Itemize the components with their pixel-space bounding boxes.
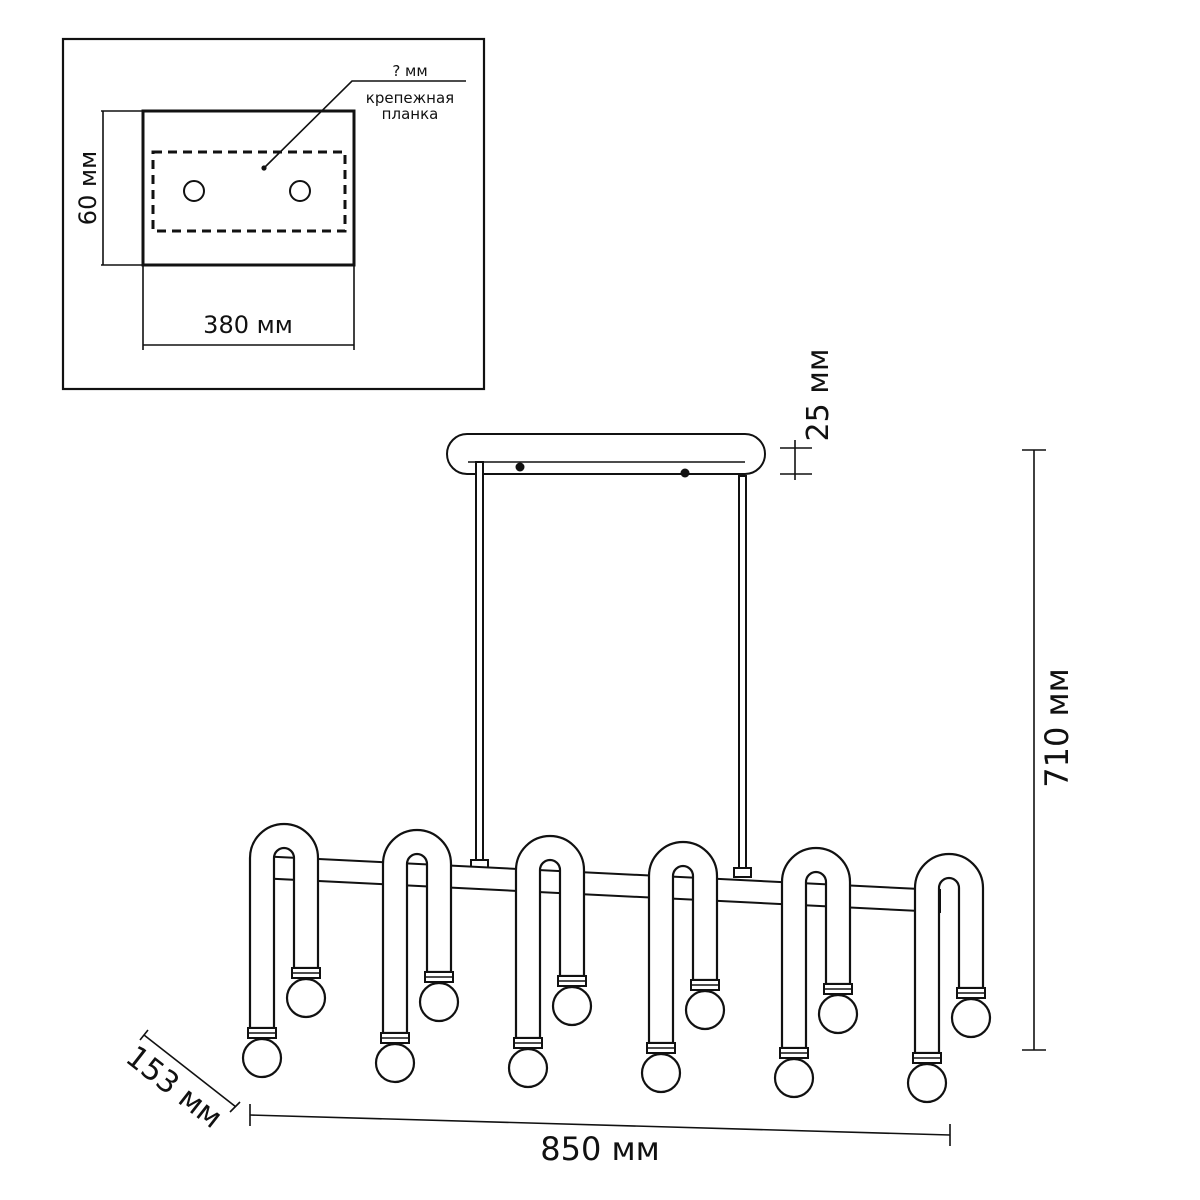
mounting-plate-inset: ? мм крепежная планка 60 мм 380 мм: [61, 37, 486, 391]
canopy: [446, 433, 766, 475]
mounting-bracket-dashed: [151, 150, 347, 233]
canopy-screw-left: [515, 462, 525, 472]
bulb-lower-5: [773, 1047, 815, 1099]
bulb-upper-4: [684, 979, 726, 1031]
plate-width-label: 380 мм: [203, 311, 293, 339]
length-label: 850 мм: [540, 1130, 660, 1168]
canopy-assembly: [446, 433, 766, 878]
arm-tube: [647, 840, 719, 1045]
bulb-lower-1: [241, 1027, 283, 1079]
arm-tube: [913, 852, 985, 1055]
bulb-lower-3: [507, 1037, 549, 1089]
bulb-upper-6: [950, 987, 992, 1039]
canopy-screw-right: [680, 468, 690, 478]
rod-left: [475, 461, 484, 873]
arm-tube: [514, 834, 586, 1040]
arm-5: [773, 846, 859, 1099]
bulb-lower-6: [906, 1052, 948, 1104]
callout-label-line1: крепежная: [366, 89, 454, 107]
plate-height-label: 60 мм: [74, 151, 102, 225]
arm-tube: [780, 846, 852, 1050]
mounting-plate: [141, 109, 356, 267]
arm-2: [374, 828, 460, 1084]
arm-tube: [248, 822, 320, 1030]
arm-4: [640, 840, 726, 1094]
callout-leader: [263, 80, 466, 169]
bulb-upper-2: [418, 971, 460, 1023]
mounting-hole-right: [289, 180, 311, 202]
bulb-lower-4: [640, 1042, 682, 1094]
canopy-height-dimension: 25 мм: [780, 349, 836, 480]
bulb-upper-3: [551, 975, 593, 1027]
bulb-upper-1: [285, 967, 327, 1019]
total-height-label: 710 мм: [1038, 668, 1076, 788]
arm-tube: [381, 828, 453, 1035]
depth-dimension: 153 мм: [119, 1029, 241, 1136]
total-height-dimension: 710 мм: [1022, 449, 1076, 1051]
bulb-lower-2: [374, 1032, 416, 1084]
arms-group: [241, 822, 992, 1104]
arm-1: [241, 822, 327, 1079]
rod-right: [738, 475, 747, 875]
bulb-upper-5: [817, 983, 859, 1035]
callout-value: ? мм: [392, 62, 427, 80]
arm-6: [906, 852, 992, 1104]
callout-label-line2: планка: [382, 105, 439, 123]
arm-3: [507, 834, 593, 1089]
canopy-height-label: 25 мм: [801, 349, 836, 442]
mounting-hole-left: [183, 180, 205, 202]
length-dimension: 850 мм: [249, 1104, 951, 1168]
